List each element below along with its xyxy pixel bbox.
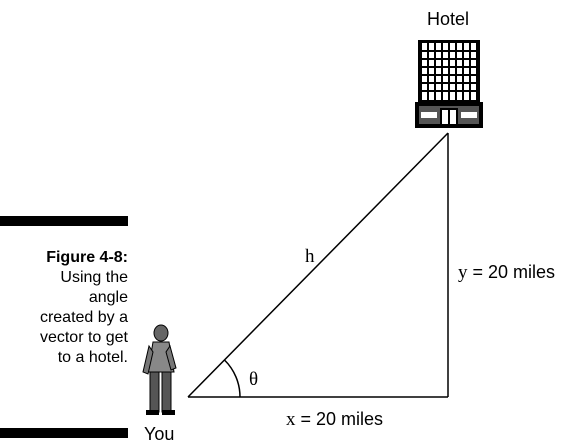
y-variable: y [458, 262, 468, 283]
figure-caption: Figure 4-8: Using the angle created by a… [0, 248, 128, 368]
hypotenuse-line [187, 132, 449, 398]
standing-person-icon [142, 324, 177, 415]
hotel-label: Hotel [427, 9, 469, 29]
caption-line-4: vector to get [39, 329, 128, 346]
x-value: = 20 miles [296, 409, 384, 429]
caption-line-1: Using the [60, 269, 128, 286]
caption-bottom-rule [0, 428, 128, 438]
figure-label: Figure 4-8: [46, 249, 128, 266]
angle-theta-label: θ [249, 369, 258, 390]
caption-top-rule [0, 216, 128, 226]
caption-line-3: created by a [39, 309, 128, 326]
x-distance-label: x = 20 miles [286, 409, 383, 430]
caption-line-5: to a hotel. [57, 349, 128, 366]
angle-arc [223, 359, 241, 398]
you-label: You [144, 424, 174, 444]
caption-line-2: angle [88, 289, 128, 306]
x-variable: x [286, 409, 296, 430]
hypotenuse-label: h [305, 246, 315, 267]
hotel-building-icon [415, 40, 483, 128]
y-distance-label: y = 20 miles [458, 262, 555, 283]
right-triangle [187, 132, 449, 398]
y-value: = 20 miles [468, 262, 556, 282]
